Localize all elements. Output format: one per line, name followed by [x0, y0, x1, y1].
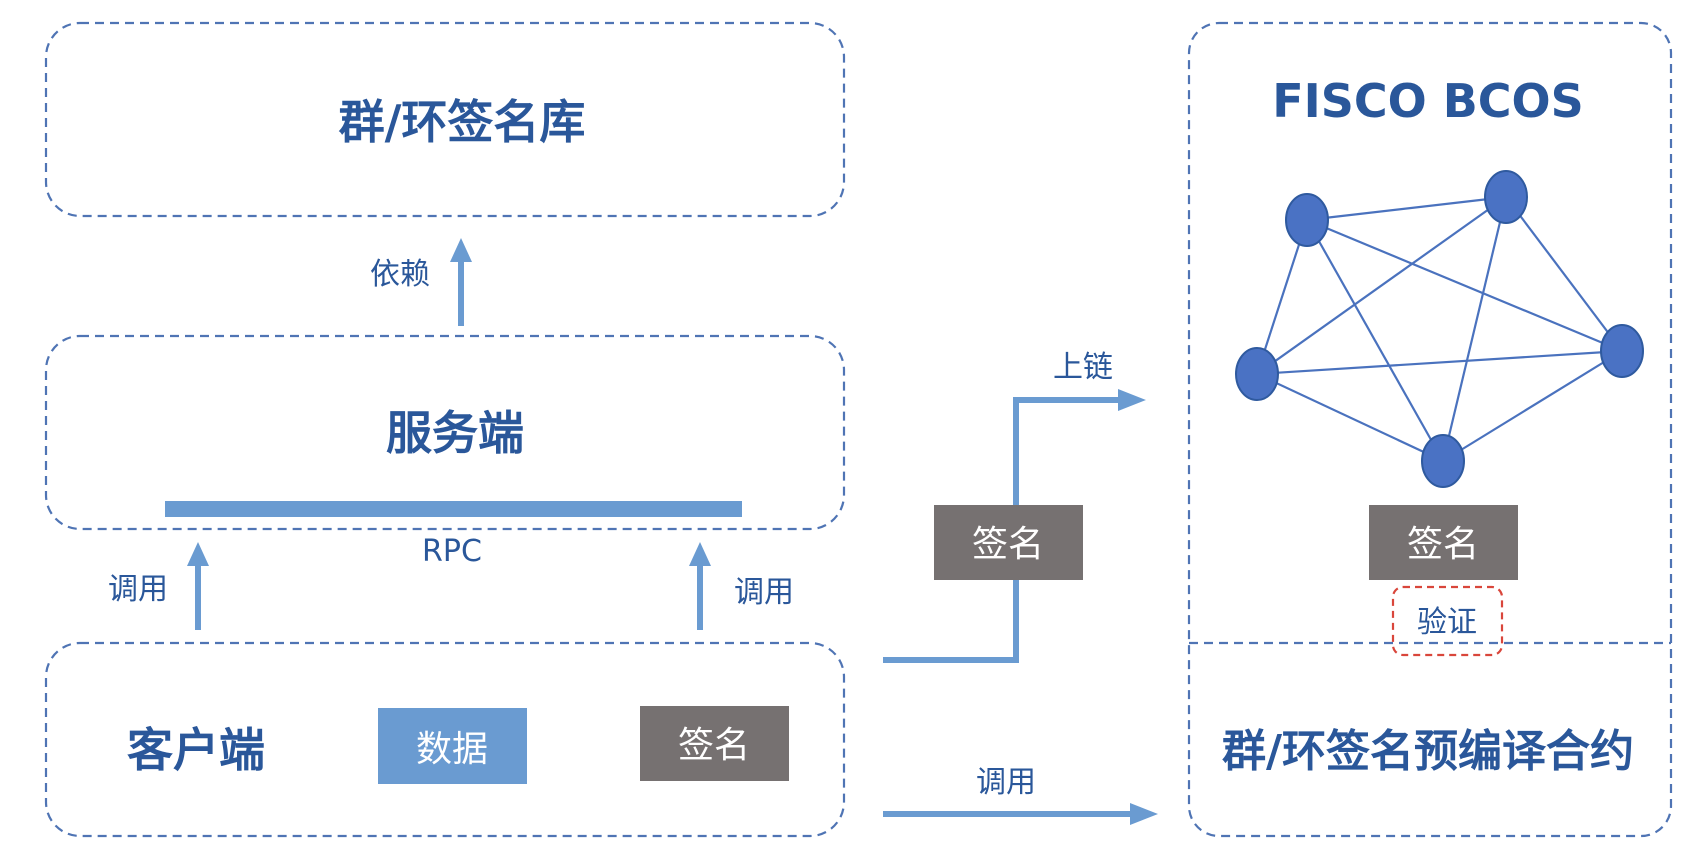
- middle-sign-chip-label: 签名: [972, 524, 1044, 565]
- network-edge: [1256, 349, 1623, 376]
- client-box: 客户端 数据 签名: [44, 641, 846, 838]
- chain-box-title: FISCO BCOS: [1272, 74, 1584, 128]
- server-box: 服务端 RPC: [44, 334, 846, 569]
- client-box-title: 客户端: [127, 723, 265, 777]
- network-node: [1600, 324, 1644, 378]
- network-edge: [1255, 219, 1309, 375]
- network-node: [1235, 347, 1279, 401]
- call-right-label: 调用: [734, 575, 794, 610]
- network-edge: [1505, 196, 1623, 352]
- network-edge: [1306, 195, 1507, 222]
- call-left-label: 调用: [108, 572, 168, 607]
- call-arrow-left: 调用: [108, 542, 209, 630]
- network-node: [1421, 434, 1465, 488]
- client-sign-chip: [640, 706, 789, 781]
- uplink-arrowhead: [1118, 389, 1146, 411]
- call-arrow-right: 调用: [689, 542, 794, 630]
- blockchain-network-graph: [1235, 170, 1644, 488]
- server-box-title: 服务端: [386, 406, 524, 460]
- data-chip-label: 数据: [416, 729, 488, 770]
- library-box-title: 群/环签名库: [339, 95, 586, 149]
- network-edge: [1256, 196, 1507, 375]
- server-box-border: [44, 334, 846, 531]
- library-box: 群/环签名库: [44, 21, 846, 218]
- contract-call-arrow: 调用: [883, 765, 1158, 825]
- library-box-border: [44, 21, 846, 218]
- contract-title: 群/环签名预编译合约: [1222, 726, 1634, 777]
- chain-sign-chip: [1369, 505, 1518, 580]
- chain-box: FISCO BCOS 签名 验证 群/环签名预编译合约: [1187, 21, 1673, 838]
- call-arrow-left-head: [187, 542, 209, 566]
- client-sign-chip-label: 签名: [678, 725, 750, 766]
- client-box-border: [44, 641, 846, 838]
- contract-call-label: 调用: [976, 765, 1036, 800]
- network-node: [1484, 170, 1528, 224]
- middle-sign-chip: [934, 505, 1083, 580]
- network-node: [1285, 193, 1329, 247]
- data-chip: [378, 708, 527, 784]
- rpc-bar: [165, 501, 742, 517]
- network-edge: [1442, 350, 1623, 462]
- chain-box-border: [1187, 21, 1673, 838]
- verify-label: 验证: [1417, 605, 1477, 640]
- uplink-path: 签名 上链: [883, 350, 1146, 663]
- uplink-label: 上链: [1053, 350, 1113, 385]
- contract-call-arrowhead: [1130, 803, 1158, 825]
- rpc-label: RPC: [422, 534, 482, 569]
- depend-label: 依赖: [370, 257, 430, 292]
- network-edge: [1256, 373, 1444, 462]
- network-edge: [1306, 218, 1623, 353]
- chain-sign-chip-label: 签名: [1407, 524, 1479, 565]
- network-edge: [1441, 196, 1508, 462]
- call-arrow-right-head: [689, 542, 711, 566]
- depend-arrowhead: [450, 238, 472, 262]
- depend-arrow: 依赖: [370, 238, 472, 326]
- network-edge: [1306, 219, 1444, 462]
